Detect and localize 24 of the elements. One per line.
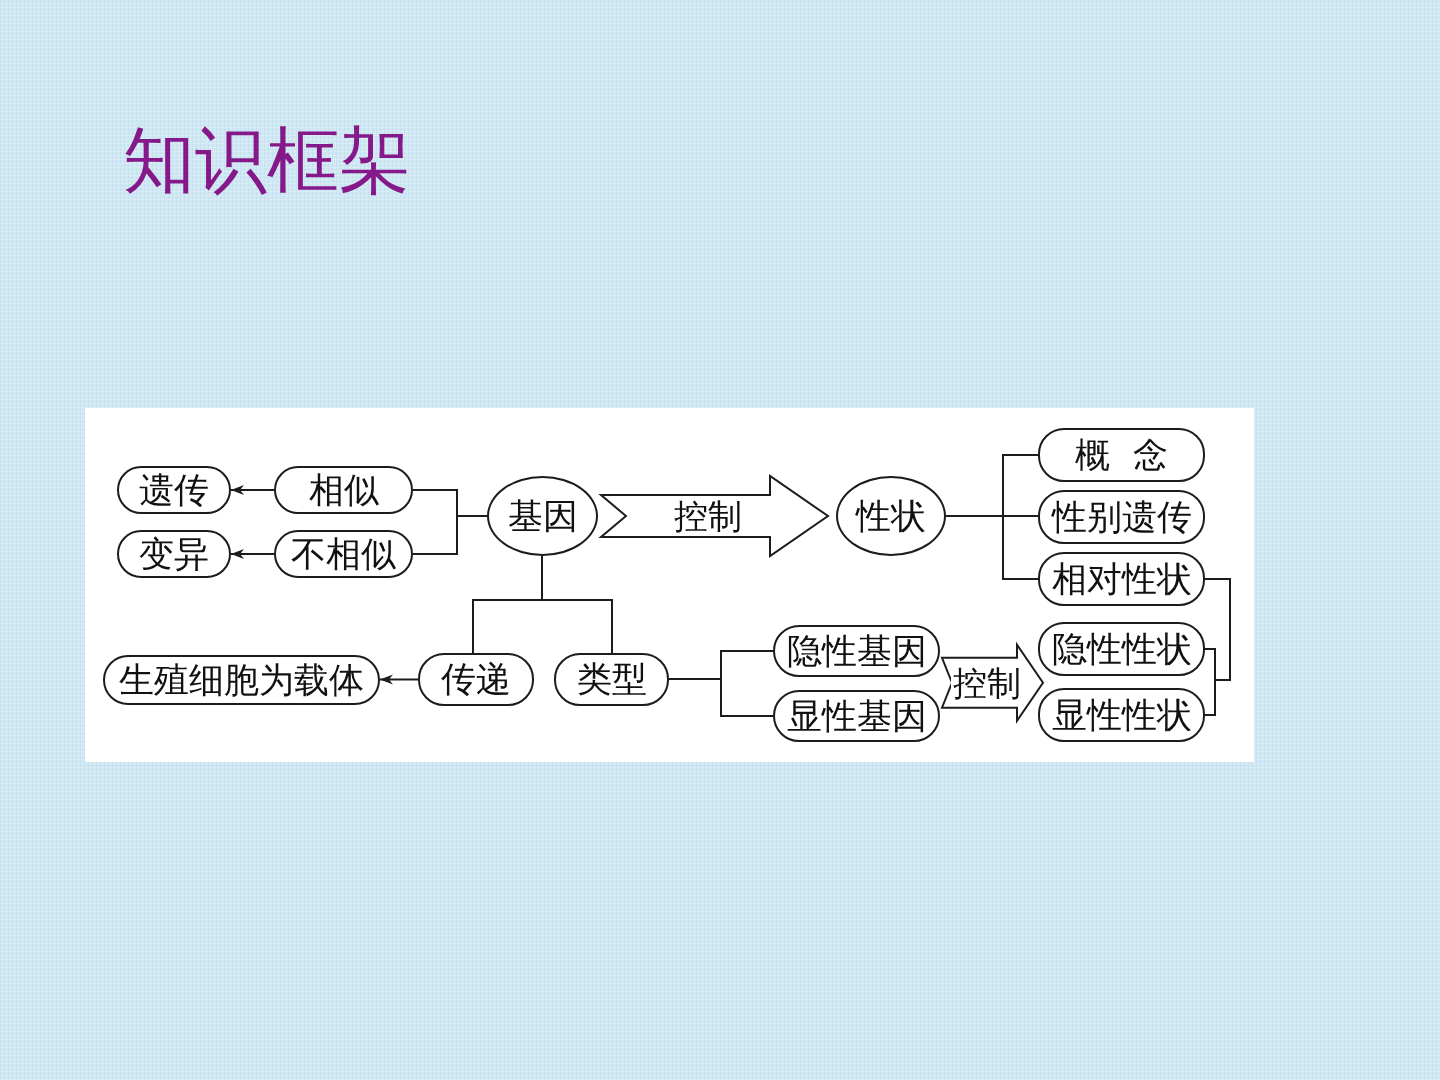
rounded-box: 显性基因 [773,690,940,742]
rounded-box: 不相似 [274,530,413,578]
rounded-box: 性别遗传 [1038,490,1205,544]
rounded-box: 生殖细胞为载体 [103,655,380,705]
rounded-box: 显性性状 [1038,688,1205,742]
rounded-box: 概 念 [1038,428,1205,482]
rounded-box: 传递 [418,653,534,706]
rounded-box: 变异 [117,530,231,578]
rounded-box: 类型 [554,653,669,706]
rounded-box: 相对性状 [1038,552,1205,606]
arrow [230,485,275,495]
title: 知识框架 [123,124,411,196]
rounded-box: 相似 [274,466,413,514]
rounded-box: 隐性性状 [1038,622,1205,676]
connector-line [945,515,1039,580]
connector-line [541,555,613,654]
rounded-box: 隐性基因 [773,625,940,677]
arrow [230,549,275,559]
block-arrow [598,474,830,558]
rounded-box: 遗传 [117,466,231,514]
connector-line [412,515,488,555]
connector-line [668,678,774,717]
connector-line [1204,578,1231,716]
arrow [379,674,419,685]
